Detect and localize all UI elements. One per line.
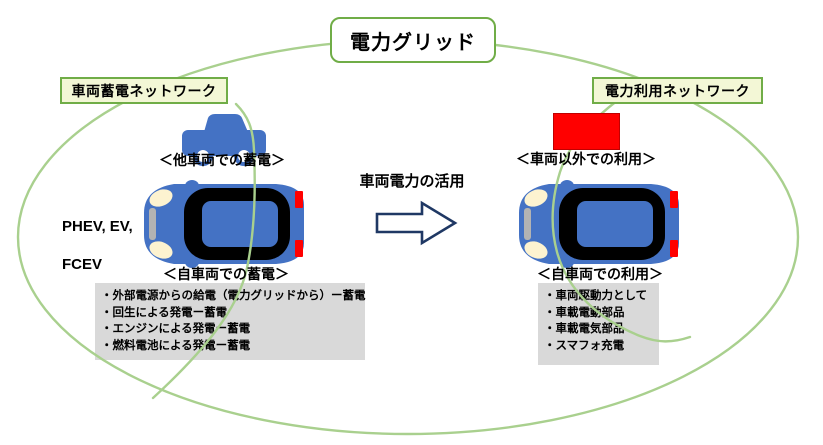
car-top-icon-left (144, 180, 304, 268)
storage-detail-item: ・エンジンによる発電ー蓄電 (101, 323, 251, 335)
own-vehicle-storage-caption: ＜自車両での蓄電＞ (163, 266, 289, 282)
arrow-label: 車両電力の活用 (359, 173, 465, 190)
usage-detail-item: ・スマフォ充電 (544, 339, 625, 352)
vehicle-types-line1: PHEV, EV, (62, 218, 133, 235)
vehicle-types-line2: FCEV (62, 256, 103, 273)
storage-detail-box: ・外部電源からの給電（電力グリッドから）ー蓄電 ・回生による発電ー蓄電 ・エンジ… (95, 283, 366, 360)
own-vehicle-use-caption: ＜自車両での利用＞ (537, 266, 663, 282)
page-title: 電力グリッド (330, 17, 496, 63)
non-vehicle-use-caption: ＜車両以外での利用＞ (516, 151, 656, 167)
storage-detail-item: ・外部電源からの給電（電力グリッドから）ー蓄電 (101, 290, 366, 302)
usage-detail-item: ・車載電動部品 (544, 306, 625, 319)
storage-detail-item: ・回生による発電ー蓄電 (101, 306, 228, 319)
right-arrow-icon (375, 200, 458, 246)
usage-detail-item: ・車両駆動力として (544, 290, 648, 302)
non-vehicle-use-box (553, 113, 620, 150)
storage-detail-item: ・燃料電池による発電ー蓄電 (101, 339, 251, 352)
vehicle-types-label: PHEV, EV, FCEV (62, 198, 133, 293)
usage-detail-item: ・車載電気部品 (544, 323, 625, 335)
other-vehicle-caption: ＜他車両での蓄電＞ (159, 152, 285, 168)
storage-network-label: 車両蓄電ネットワーク (60, 77, 228, 104)
usage-network-label: 電力利用ネットワーク (592, 77, 763, 104)
usage-detail-box: ・車両駆動力として ・車載電動部品 ・車載電気部品 ・スマフォ充電 (538, 283, 659, 365)
car-top-icon-right (519, 180, 679, 268)
